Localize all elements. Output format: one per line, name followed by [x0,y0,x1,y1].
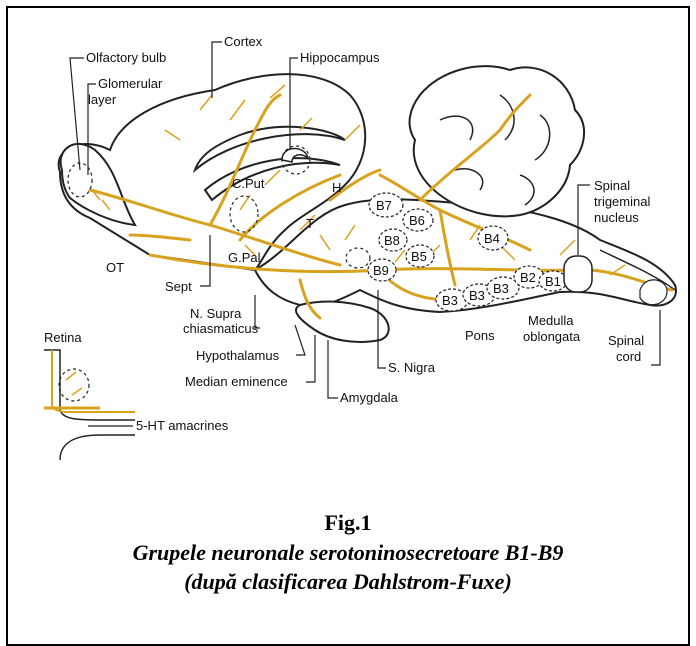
caption-line-1: Grupele neuronale serotoninosecretoare B… [0,538,696,567]
label-medulla-2: oblongata [523,329,581,344]
label-s-nigra: S. Nigra [388,360,436,375]
label-spinal-cord-2: cord [616,349,641,364]
retina-inset [44,350,135,460]
label-cortex: Cortex [224,34,263,49]
nucleus-b6: B6 [409,213,425,228]
nucleus-b3c: B3 [493,281,509,296]
nucleus-b3a: B3 [442,293,458,308]
label-spinal-trig-2: trigeminal [594,194,650,209]
spinal-trigeminal-box [564,256,592,292]
spinal-cord-section [640,280,667,305]
label-h: H [332,180,341,195]
label-spinal-trig-3: nucleus [594,210,639,225]
figure-number: Fig.1 [0,508,696,538]
label-5ht-amacrines: 5-HT amacrines [136,418,229,433]
label-retina: Retina [44,330,82,345]
label-c-put: C.Put [232,176,265,191]
label-n-supra-1: N. Supra [190,306,242,321]
caption-line-2: (după clasificarea Dahlstrom-Fuxe) [0,567,696,596]
nucleus-b5: B5 [411,249,427,264]
label-glomerular-2: layer [88,92,117,107]
label-spinal-cord-1: Spinal [608,333,644,348]
label-glomerular-1: Glomerular [98,76,163,91]
nucleus-b7: B7 [376,198,392,213]
label-ot: OT [106,260,124,275]
nucleus-b1: B1 [545,274,561,289]
label-hypothalamus: Hypothalamus [196,348,280,363]
label-medulla-1: Medulla [528,313,574,328]
label-t: T [306,216,314,231]
label-g-pal: G.Pal [228,250,261,265]
label-hippocampus: Hippocampus [300,50,380,65]
label-median-eminence: Median eminence [185,374,288,389]
label-amygdala: Amygdala [340,390,399,405]
label-pons: Pons [465,328,495,343]
label-olfactory-bulb: Olfactory bulb [86,50,166,65]
nucleus-b9: B9 [373,263,389,278]
nucleus-b8: B8 [384,233,400,248]
label-n-supra-2: chiasmaticus [183,321,259,336]
nucleus-b3b: B3 [469,288,485,303]
label-spinal-trig-1: Spinal [594,178,630,193]
nucleus-b4: B4 [484,231,500,246]
label-sept: Sept [165,279,192,294]
figure-caption: Fig.1 Grupele neuronale serotoninosecret… [0,508,696,596]
nucleus-b2: B2 [520,270,536,285]
cerebellum-outline [410,66,585,216]
